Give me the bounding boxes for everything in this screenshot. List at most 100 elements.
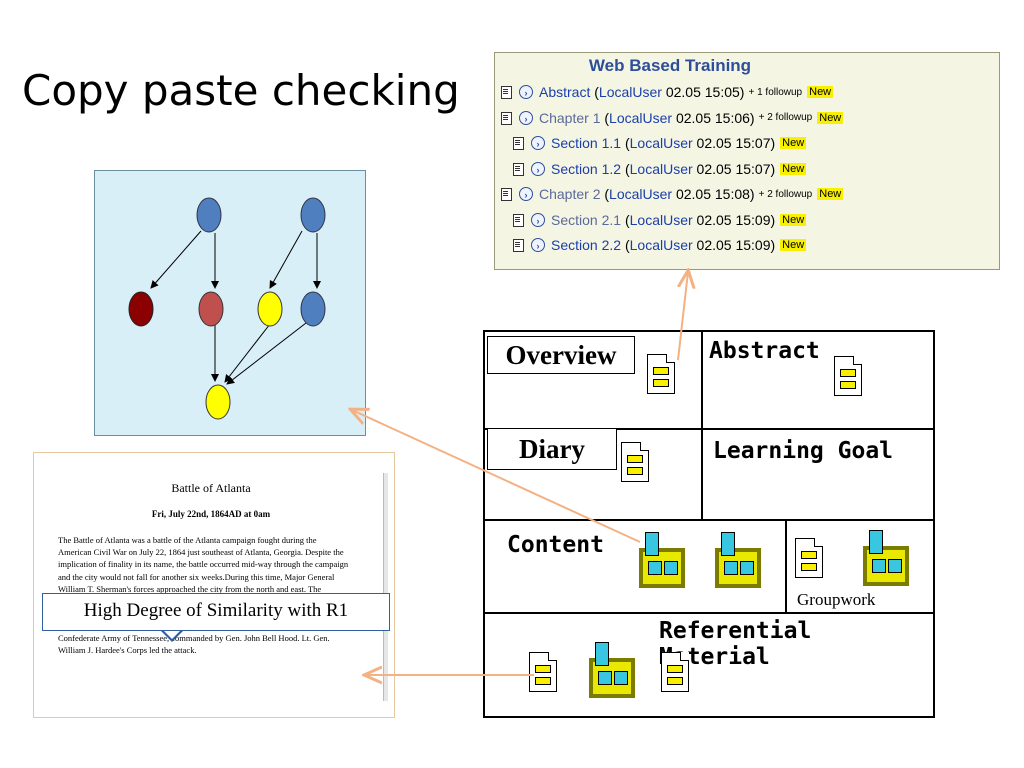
wbt-row-timestamp: 02.05 15:09) [692,237,776,253]
divider [485,612,933,614]
graph-edge [226,322,307,385]
wbt-row-label[interactable]: Chapter 2 [539,186,601,202]
document-icon[interactable] [661,652,689,692]
wbt-row-user[interactable]: LocalUser [609,186,673,202]
graph-panel [94,170,366,436]
package-icon[interactable] [639,532,685,588]
course-structure-diagram: Overview Abstract Diary Learning Goal Co… [483,330,935,718]
connector-arrow [352,410,641,543]
wbt-row-followup: + 1 followup [748,86,803,98]
dependency-graph [128,197,326,420]
wbt-row-timestamp: 02.05 15:07) [692,160,776,177]
document-icon [499,187,513,201]
paren: ( [590,84,599,100]
expand-arrow-icon[interactable]: › [531,212,545,227]
package-icon[interactable] [589,642,635,698]
document-icon[interactable] [621,442,649,482]
groupwork-label: Groupwork [797,590,876,609]
wbt-row-label[interactable]: Section 2.2 [551,237,622,253]
new-badge: New [817,111,844,124]
document-icon [511,238,525,252]
graph-edge [224,323,271,383]
wbt-row-label[interactable]: Section 2.1 [551,211,622,228]
graph-node [198,291,224,327]
document-icon[interactable] [795,538,823,578]
paren: ( [621,160,630,177]
overview-label[interactable]: Overview [487,336,635,374]
wbt-row-timestamp: 02.05 15:06) [672,109,755,126]
learning-goal-label[interactable]: Learning Goal [713,438,894,464]
graph-node [196,197,222,233]
wbt-row-timestamp: 02.05 15:08) [672,186,755,202]
paren: ( [600,186,610,202]
expand-arrow-icon[interactable]: › [519,187,533,201]
wbt-row-user[interactable]: LocalUser [629,237,693,253]
expand-arrow-icon[interactable]: › [531,238,545,252]
graph-node [205,384,231,420]
wbt-row-followup: + 2 followup [758,112,813,123]
web-based-training-panel: Web Based Training ›Abstract (LocalUser … [494,52,1000,270]
document-text-line: implication of finality in its name, the… [58,559,349,570]
document-icon[interactable] [529,652,557,692]
divider [701,332,703,519]
wbt-row[interactable]: › Chapter 1 (LocalUser 02.05 15:06)+ 2 fo… [499,107,844,129]
document-text-line: The Battle of Atlanta was a battle of th… [58,535,317,545]
paren: ( [600,109,610,126]
package-icon[interactable] [715,532,761,588]
wbt-row-user[interactable]: LocalUser [609,109,673,126]
graph-node [300,291,326,327]
slide-title: Copy paste checking [22,66,460,115]
new-badge: New [780,213,807,226]
document-text-line: William T. Sherman's forces approached t… [58,583,322,594]
wbt-row[interactable]: › Chapter 2 (LocalUser 02.05 15:08)+ 2 fo… [499,183,844,205]
wbt-row-user[interactable]: LocalUser [629,211,693,228]
document-title: Battle of Atlanta [171,481,251,495]
paren: ( [621,135,630,151]
wbt-row[interactable]: › Section 1.1 (LocalUser 02.05 15:07) New [511,132,807,154]
wbt-row-followup: + 2 followup [758,188,813,200]
paren: ( [621,211,630,228]
content-label[interactable]: Content [507,532,604,558]
document-text-line: and the city would not fall for another … [58,571,335,582]
document-icon [511,162,525,176]
wbt-row[interactable]: › Section 2.2 (LocalUser 02.05 15:09) New [511,234,807,256]
paren: ( [621,237,630,253]
new-badge: New [780,239,807,251]
expand-arrow-icon[interactable]: › [519,85,533,99]
divider [785,519,787,612]
wbt-row-label[interactable]: Section 1.2 [551,160,622,177]
document-icon [511,136,525,150]
wbt-row-label[interactable]: Section 1.1 [551,135,622,151]
new-badge: New [780,137,807,149]
scrollbar[interactable] [383,473,388,701]
graph-edge [150,230,202,289]
abstract-label[interactable]: Abstract [709,338,820,364]
document-icon[interactable] [647,354,675,394]
wbt-row-timestamp: 02.05 15:09) [692,211,776,228]
wbt-row-user[interactable]: LocalUser [598,84,662,100]
wbt-row-label[interactable]: Abstract [539,84,591,100]
document-date: Fri, July 22nd, 1864AD at 0am [151,509,271,519]
graph-node [257,291,283,327]
diary-label[interactable]: Diary [487,428,617,470]
similarity-callout: High Degree of Similarity with R1 [42,593,390,631]
wbt-row-label[interactable]: Chapter 1 [539,109,601,126]
wbt-row-user[interactable]: LocalUser [629,160,693,177]
document-icon[interactable] [834,356,862,396]
wbt-row[interactable]: › Section 2.1 (LocalUser 02.05 15:09) New [511,209,807,231]
wbt-row[interactable]: ›Abstract (LocalUser 02.05 15:05)+ 1 fol… [499,81,834,103]
connector-arrow [678,272,688,361]
divider [485,428,933,430]
expand-arrow-icon[interactable]: › [531,161,545,176]
graph-node [300,197,326,233]
wbt-row-timestamp: 02.05 15:07) [692,135,776,151]
wbt-row-user[interactable]: LocalUser [629,135,693,151]
expand-arrow-icon[interactable]: › [519,110,533,125]
document-text-line: William J. Hardee's Corps led the attack… [58,644,197,655]
expand-arrow-icon[interactable]: › [531,136,545,150]
document-text-line: Confederate Army of Tennessee, commanded… [58,632,330,643]
document-icon [499,111,513,125]
wbt-row[interactable]: ›Section 1.2 (LocalUser 02.05 15:07)New [511,158,807,180]
package-icon[interactable] [863,530,909,586]
